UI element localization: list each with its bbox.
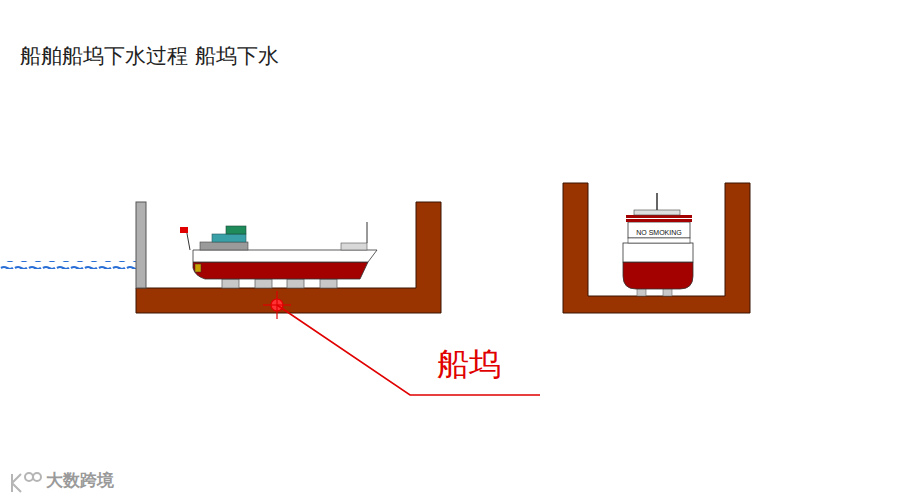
- ship-side: [180, 222, 377, 279]
- title-holder: 船舶船坞下水过程 船坞下水: [20, 42, 279, 70]
- callout-label-holder: 船坞: [437, 348, 501, 380]
- watermark: 大数跨境: [46, 472, 114, 489]
- dock-body: [136, 202, 441, 313]
- dock-gate: [136, 202, 146, 288]
- ship-marking: NO SMOKING: [636, 229, 682, 236]
- position-marker: [263, 291, 540, 395]
- watermark-logo: [12, 473, 41, 492]
- watermark-holder: 大数跨境: [46, 472, 114, 490]
- ship-marking-holder: NO SMOKING: [636, 221, 682, 239]
- dock-section: [563, 183, 750, 313]
- ship-section: [623, 193, 693, 296]
- diagram-title: 船舶船坞下水过程 船坞下水: [20, 42, 279, 70]
- leader-line: [277, 305, 540, 395]
- water: [0, 261, 136, 269]
- callout-label: 船坞: [437, 348, 501, 380]
- keel-blocks: [222, 279, 337, 288]
